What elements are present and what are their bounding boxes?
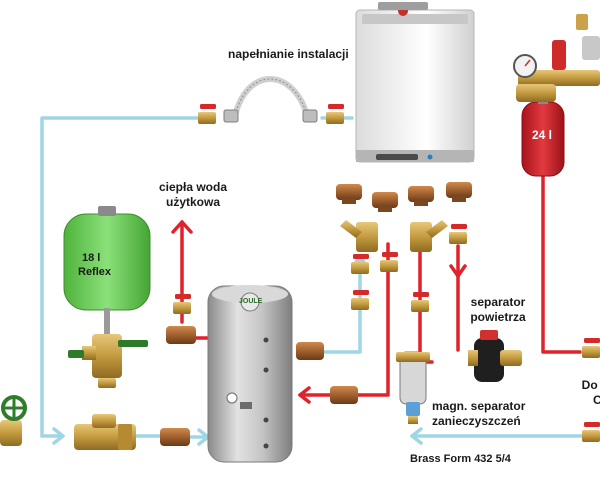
cold-pipe-return-riser	[320, 256, 362, 354]
brass-tee-fitting	[74, 414, 136, 450]
dhw-label-line2: użytkowa	[165, 195, 220, 209]
hot-arrow-dhw-up	[171, 220, 193, 234]
ball-valve-fill-right	[326, 104, 344, 124]
ball-valve-strainer-left	[351, 254, 369, 274]
safety-group-manifold	[513, 14, 600, 102]
hot-arrowheads	[171, 220, 467, 404]
copper-fitting-cylinder-flow	[330, 386, 358, 404]
copper-fitting-boiler-4	[446, 182, 472, 202]
cold-pipes	[40, 116, 590, 439]
copper-fitting-dhw	[166, 326, 196, 344]
air-separator-label: separator powietrza	[466, 295, 530, 325]
magnetic-separator-label-line2: zanieczyszczeń	[432, 414, 521, 428]
filling-label: napełnianie instalacji	[228, 47, 349, 61]
hot-arrow-into-cylinder	[298, 386, 311, 404]
vessel-24-capacity-label: 24 l	[532, 128, 553, 142]
dhw-label-line1: ciepła woda	[158, 180, 228, 194]
vessel-18-brand-label: Reflex	[78, 266, 112, 278]
magnetic-separator-label: magn. separator zanieczyszczeń	[432, 399, 525, 429]
co-installation-label: Do inst CO	[562, 378, 600, 408]
ball-valve-flow-right	[411, 292, 429, 312]
magnetic-separator-label-line1: magn. separator	[432, 399, 526, 413]
copper-fitting-boiler-2	[372, 192, 398, 212]
filling-hose	[223, 76, 318, 123]
ball-valve-co-flow	[582, 338, 600, 358]
ball-valves	[173, 104, 600, 442]
ball-valve-fill-left	[198, 104, 216, 124]
green-expansion-vessel-18l	[63, 206, 151, 338]
air-separator	[468, 330, 522, 382]
green-wheel-valve	[0, 395, 27, 446]
cold-arrow-return-left	[410, 427, 423, 445]
ball-valve-dhw	[173, 294, 191, 314]
cold-pipe-left-riser	[40, 116, 200, 438]
copper-fitting-boiler-1	[336, 184, 362, 204]
dhw-label: ciepła woda użytkowa	[150, 180, 236, 210]
ball-valve-separator	[449, 224, 467, 244]
vessel-isolation-valve	[68, 334, 148, 388]
hot-water-cylinder	[207, 285, 293, 463]
y-strainer-right	[410, 220, 448, 252]
y-strainer-left	[340, 220, 378, 252]
ball-valve-return	[351, 290, 369, 310]
brass-form-label: Brass Form 432 5/4	[410, 453, 511, 465]
vessel-18-capacity-label: 18 l	[82, 252, 101, 264]
magnetic-dirt-separator	[396, 351, 430, 424]
copper-fittings	[160, 182, 472, 446]
cold-arrow-bottom-left	[52, 427, 65, 445]
copper-fitting-cylinder-return	[296, 342, 324, 360]
gas-boiler	[355, 2, 475, 163]
hot-pipe-co-riser	[541, 88, 582, 354]
cylinder-logo: JOULE	[239, 298, 263, 305]
copper-fitting-boiler-3	[408, 186, 434, 206]
copper-fitting-cold-inlet	[160, 428, 190, 446]
co-label-line1: Do inst	[581, 378, 600, 392]
co-label-line2: CO	[593, 393, 600, 407]
air-separator-label-line1: separator	[470, 295, 526, 309]
hot-arrow-separator-down	[449, 264, 467, 278]
ball-valve-strainer-right	[380, 252, 398, 272]
hot-pipe-flow-to-cylinder	[298, 242, 390, 397]
air-separator-label-line2: powietrza	[470, 310, 526, 324]
ball-valve-co-return	[582, 422, 600, 442]
